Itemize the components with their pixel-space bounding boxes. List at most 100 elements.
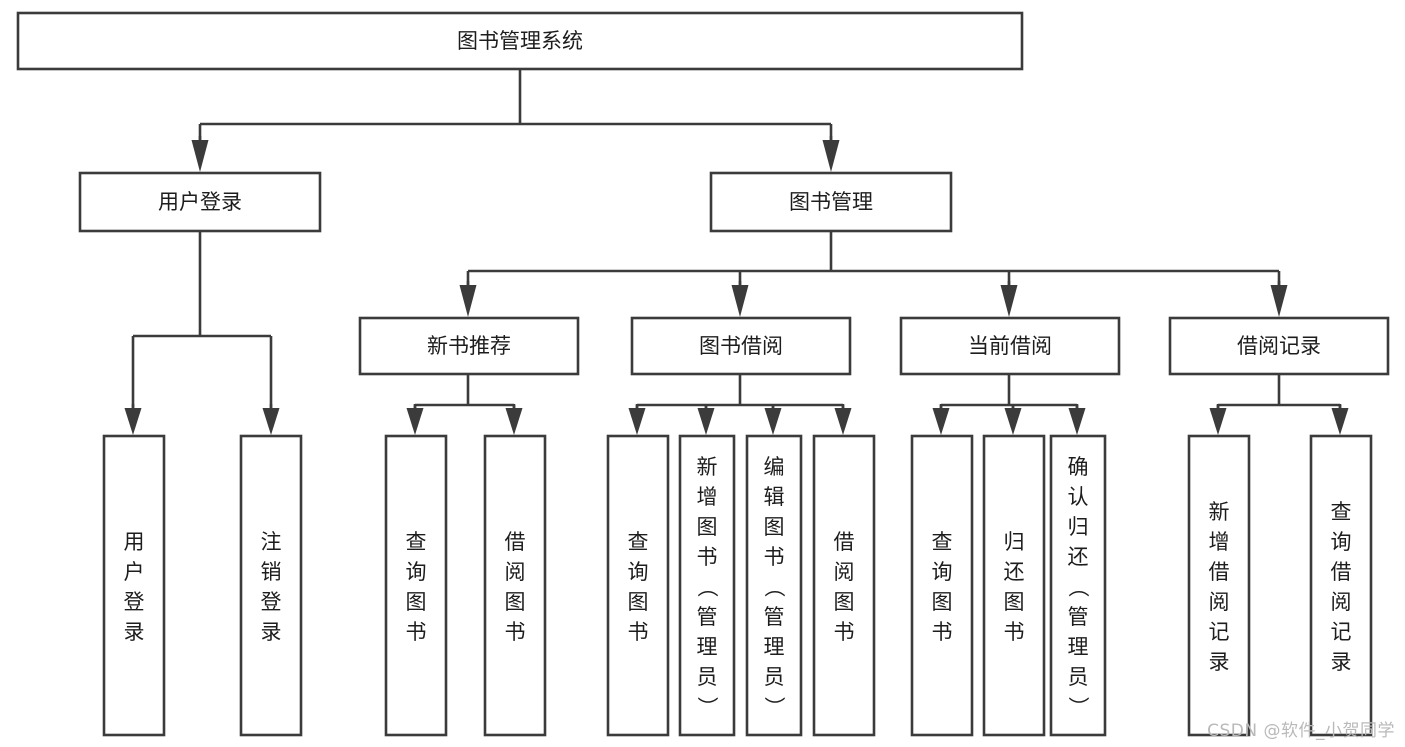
node-box-leaf-query-book-borrow[interactable] [606, 434, 670, 737]
node-label-leaf-add-book-admin-char-3: 书 [697, 545, 718, 569]
node-label-leaf-query-book-current-char-3: 书 [932, 620, 953, 644]
node-new-book-recommend[interactable]: 新书推荐 [358, 316, 580, 376]
node-label-leaf-return-book-char-3: 书 [1004, 620, 1025, 644]
node-leaf-user-login[interactable]: 用户登录 [102, 434, 166, 737]
node-box-leaf-query-borrow-record[interactable] [1309, 434, 1373, 737]
node-root[interactable]: 图书管理系统 [16, 11, 1024, 71]
arrow-to-leaf-query-book-current [932, 408, 950, 435]
node-label-leaf-query-borrow-record-char-2: 借 [1331, 560, 1352, 584]
node-label-leaf-query-book-borrow-char-3: 书 [628, 620, 649, 644]
node-label-leaf-query-book-rec-char-0: 查 [406, 530, 427, 554]
node-label-leaf-edit-book-admin-char-5: 管 [764, 605, 785, 629]
node-label-leaf-logout-char-0: 注 [261, 530, 282, 554]
node-box-root[interactable] [16, 11, 1024, 71]
node-label-leaf-add-borrow-record-char-5: 录 [1209, 650, 1230, 674]
node-box-leaf-confirm-return-admin[interactable] [1049, 434, 1107, 737]
arrow-to-leaf-add-book-admin [697, 408, 715, 435]
arrow-to-book-borrow [731, 285, 749, 317]
node-label-leaf-add-book-admin-char-2: 图 [697, 515, 718, 539]
node-label-leaf-user-login-char-1: 户 [124, 560, 145, 584]
node-label-leaf-logout-char-2: 登 [261, 590, 282, 614]
node-label-leaf-add-book-admin-char-6: 理 [697, 635, 718, 659]
node-box-book-borrow[interactable] [630, 316, 852, 376]
node-current-borrow[interactable]: 当前借阅 [899, 316, 1121, 376]
node-label-leaf-edit-book-admin-char-3: 书 [764, 545, 785, 569]
node-label-borrow-record: 借阅记录 [1237, 334, 1321, 358]
node-label-leaf-user-login-char-2: 登 [124, 590, 145, 614]
node-box-leaf-edit-book-admin[interactable] [745, 434, 803, 737]
node-label-current-borrow: 当前借阅 [968, 334, 1052, 358]
node-box-current-borrow[interactable] [899, 316, 1121, 376]
arrow-to-leaf-add-borrow-record [1209, 408, 1227, 435]
node-label-leaf-edit-book-admin-char-1: 辑 [764, 485, 785, 509]
node-box-leaf-user-login[interactable] [102, 434, 166, 737]
node-label-leaf-edit-book-admin-char-2: 图 [764, 515, 785, 539]
node-label-leaf-add-book-admin-char-0: 新 [697, 455, 718, 479]
node-label-user-login: 用户登录 [158, 190, 242, 214]
node-label-leaf-borrow-book-rec-char-0: 借 [505, 530, 526, 554]
node-box-leaf-logout[interactable] [239, 434, 303, 737]
node-box-user-login[interactable] [78, 171, 322, 233]
node-label-new-book-recommend: 新书推荐 [427, 334, 511, 358]
node-label-leaf-edit-book-admin-char-8: ） [762, 696, 786, 717]
node-label-leaf-add-borrow-record-char-4: 记 [1209, 620, 1230, 644]
node-box-leaf-return-book[interactable] [982, 434, 1046, 737]
node-label-leaf-query-book-current-char-2: 图 [932, 590, 953, 614]
node-label-leaf-query-borrow-record-char-4: 记 [1331, 620, 1352, 644]
node-label-book-borrow: 图书借阅 [699, 334, 783, 358]
node-box-leaf-add-borrow-record[interactable] [1187, 434, 1251, 737]
node-borrow-record[interactable]: 借阅记录 [1168, 316, 1390, 376]
node-box-borrow-record[interactable] [1168, 316, 1390, 376]
node-label-leaf-query-borrow-record-char-0: 查 [1331, 500, 1352, 524]
node-label-leaf-query-book-borrow-char-2: 图 [628, 590, 649, 614]
node-label-leaf-confirm-return-admin-char-8: ） [1066, 696, 1090, 717]
node-box-book-manage[interactable] [709, 171, 953, 233]
node-label-leaf-query-borrow-record-char-1: 询 [1331, 530, 1352, 554]
arrow-to-book-manage [822, 140, 840, 172]
node-label-leaf-add-book-admin-char-8: ） [695, 696, 719, 717]
node-book-borrow[interactable]: 图书借阅 [630, 316, 852, 376]
arrow-to-leaf-logout [262, 408, 280, 435]
node-label-leaf-edit-book-admin-char-6: 理 [764, 635, 785, 659]
arrow-to-leaf-borrow-book [834, 408, 852, 435]
node-label-leaf-confirm-return-admin-char-2: 归 [1068, 515, 1089, 539]
node-label-leaf-query-book-rec-char-2: 图 [406, 590, 427, 614]
node-book-manage[interactable]: 图书管理 [709, 171, 953, 233]
node-label-leaf-add-borrow-record-char-0: 新 [1209, 500, 1230, 524]
node-label-leaf-logout-char-3: 录 [261, 620, 282, 644]
node-label-leaf-borrow-book-char-0: 借 [834, 530, 855, 554]
node-label-leaf-confirm-return-admin-char-0: 确 [1068, 455, 1089, 479]
node-label-root: 图书管理系统 [457, 29, 583, 53]
node-label-leaf-query-book-borrow-char-1: 询 [628, 560, 649, 584]
node-box-leaf-borrow-book-rec[interactable] [483, 434, 547, 737]
node-label-leaf-borrow-book-char-3: 书 [834, 620, 855, 644]
arrow-to-new-book-recommend [459, 285, 477, 317]
node-box-new-book-recommend[interactable] [358, 316, 580, 376]
node-label-leaf-query-book-current-char-1: 询 [932, 560, 953, 584]
node-box-leaf-query-book-current[interactable] [910, 434, 974, 737]
arrow-to-user-login [191, 140, 209, 172]
node-box-leaf-borrow-book[interactable] [812, 434, 876, 737]
node-label-leaf-query-book-borrow-char-0: 查 [628, 530, 649, 554]
node-label-leaf-edit-book-admin-char-0: 编 [764, 455, 785, 479]
node-user-login[interactable]: 用户登录 [78, 171, 322, 233]
arrow-to-leaf-query-book-rec [406, 408, 424, 435]
node-box-leaf-query-book-rec[interactable] [384, 434, 448, 737]
node-label-leaf-query-borrow-record-char-3: 阅 [1331, 590, 1352, 614]
node-box-leaf-add-book-admin[interactable] [678, 434, 736, 737]
arrow-to-leaf-confirm-return-admin [1068, 408, 1086, 435]
